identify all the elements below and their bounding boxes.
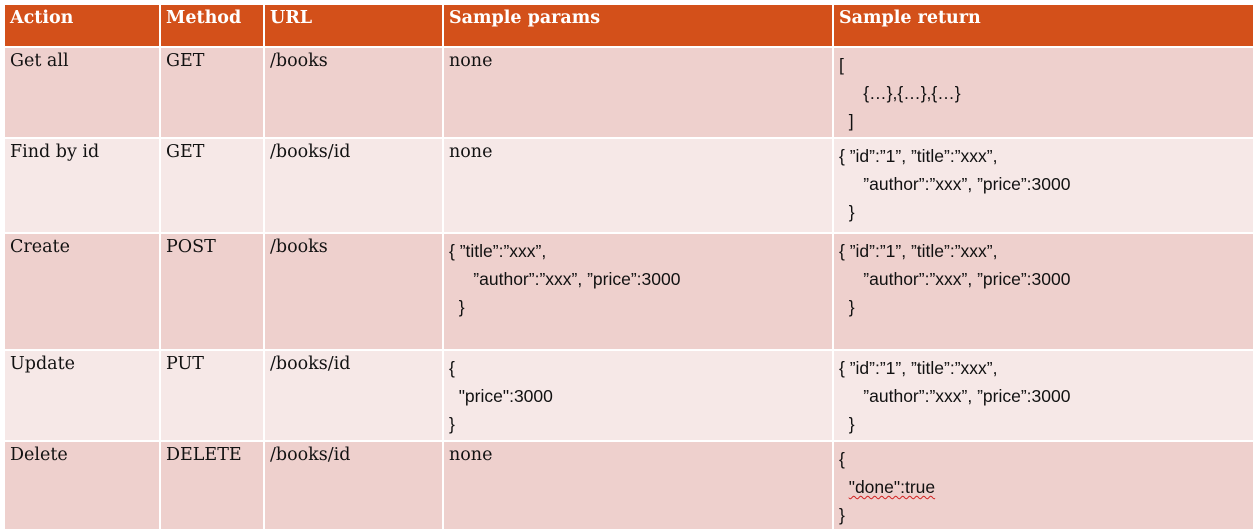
done-key-text: "done":true [848, 477, 936, 497]
header-sample-params: Sample params [442, 3, 834, 48]
header-action: Action [3, 3, 161, 48]
table-row: Delete DELETE /books/id none { "done":tr… [3, 440, 1254, 531]
return-line: "done":true [839, 473, 1248, 501]
return-line: ”author”:”xxx”, ”price”:3000 [839, 386, 1071, 406]
action-cell: Update [3, 349, 161, 442]
method-cell: DELETE [159, 440, 265, 531]
action-cell: Create [3, 232, 161, 351]
header-url: URL [263, 3, 444, 48]
table-row: Find by id GET /books/id none { ”id”:”1”… [3, 137, 1254, 234]
params-line: ”author”:”xxx”, ”price”:3000 [449, 269, 681, 289]
url-cell: /books/id [263, 440, 444, 531]
url-cell: /books/id [263, 349, 444, 442]
return-line: } [839, 202, 855, 222]
params-line: { ”title”:”xxx”, [449, 241, 547, 261]
return-cell: { ”id”:”1”, ”title”:”xxx”, ”author”:”xxx… [832, 137, 1254, 234]
params-cell: none [442, 137, 834, 234]
url-cell: /books [263, 46, 444, 139]
params-cell: none [442, 46, 834, 139]
return-line: { ”id”:”1”, ”title”:”xxx”, [839, 146, 998, 166]
api-endpoints-table: Action Method URL Sample params Sample r… [3, 3, 1254, 531]
params-line: "price":3000 [449, 386, 553, 406]
method-cell: GET [159, 46, 265, 139]
return-cell: { "done":true } [832, 440, 1254, 531]
table-row: Create POST /books { ”title”:”xxx”, ”aut… [3, 232, 1254, 351]
table-row: Update PUT /books/id { "price":3000 } { … [3, 349, 1254, 442]
return-line: ”author”:”xxx”, ”price”:3000 [839, 269, 1071, 289]
header-sample-return: Sample return [832, 3, 1254, 48]
return-cell: [ {…},{…},{…} ] [832, 46, 1254, 139]
table-header-row: Action Method URL Sample params Sample r… [3, 3, 1254, 48]
action-cell: Delete [3, 440, 161, 531]
return-line: } [839, 505, 845, 525]
return-cell: { ”id”:”1”, ”title”:”xxx”, ”author”:”xxx… [832, 349, 1254, 442]
header-method: Method [159, 3, 265, 48]
url-cell: /books [263, 232, 444, 351]
params-cell: { "price":3000 } [442, 349, 834, 442]
action-cell: Get all [3, 46, 161, 139]
params-line: } [449, 414, 455, 434]
return-line: { ”id”:”1”, ”title”:”xxx”, [839, 241, 998, 261]
return-line: [ [839, 55, 844, 75]
method-cell: PUT [159, 349, 265, 442]
return-line: ”author”:”xxx”, ”price”:3000 [839, 174, 1071, 194]
params-cell: none [442, 440, 834, 531]
return-line: ] [839, 111, 854, 131]
return-line: { [839, 449, 845, 469]
method-cell: GET [159, 137, 265, 234]
return-cell: { ”id”:”1”, ”title”:”xxx”, ”author”:”xxx… [832, 232, 1254, 351]
action-cell: Find by id [3, 137, 161, 234]
return-line: } [839, 414, 855, 434]
return-line: {…},{…},{…} [839, 83, 961, 103]
params-line: } [449, 297, 465, 317]
return-line: } [839, 297, 855, 317]
return-line: { ”id”:”1”, ”title”:”xxx”, [839, 358, 998, 378]
url-cell: /books/id [263, 137, 444, 234]
table-row: Get all GET /books none [ {…},{…},{…} ] [3, 46, 1254, 139]
method-cell: POST [159, 232, 265, 351]
params-cell: { ”title”:”xxx”, ”author”:”xxx”, ”price”… [442, 232, 834, 351]
params-line: { [449, 358, 455, 378]
